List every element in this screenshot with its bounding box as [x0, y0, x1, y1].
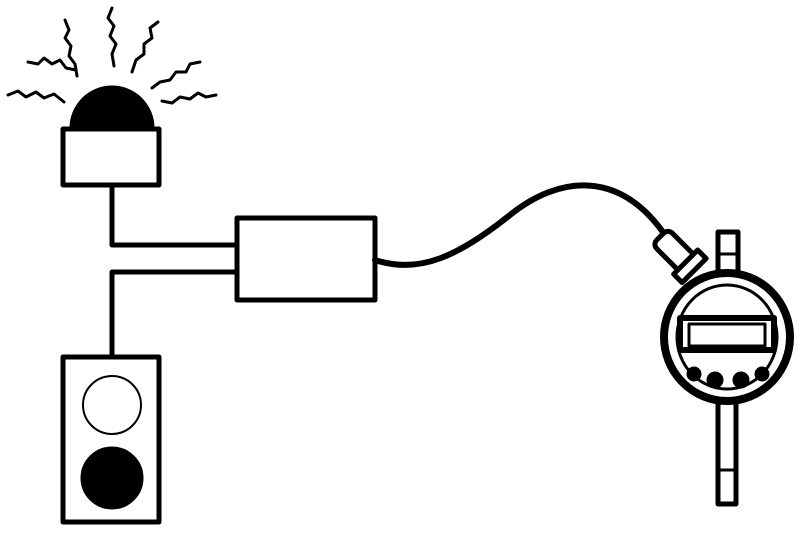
gauge-button	[754, 366, 770, 382]
gauge-button	[706, 371, 724, 389]
indicator-light-on	[80, 446, 144, 510]
stacklight-wire	[109, 269, 240, 360]
beacon-light-rays-icon	[6, 6, 218, 105]
warning-beacon	[6, 6, 218, 188]
stack-light	[60, 354, 162, 525]
beacon-base	[60, 126, 162, 188]
indicator-light-off	[82, 375, 142, 435]
digital-indicator-gauge	[652, 228, 794, 507]
gauge-button	[732, 371, 750, 389]
cable-connector	[652, 228, 709, 286]
gauge-cable	[372, 182, 668, 268]
beacon-wire	[109, 182, 240, 248]
gauge-top-cap	[715, 229, 741, 275]
gauge-stem	[715, 395, 739, 507]
beacon-dome	[69, 85, 155, 131]
gauge-button	[686, 366, 702, 382]
controller-box	[234, 215, 378, 303]
